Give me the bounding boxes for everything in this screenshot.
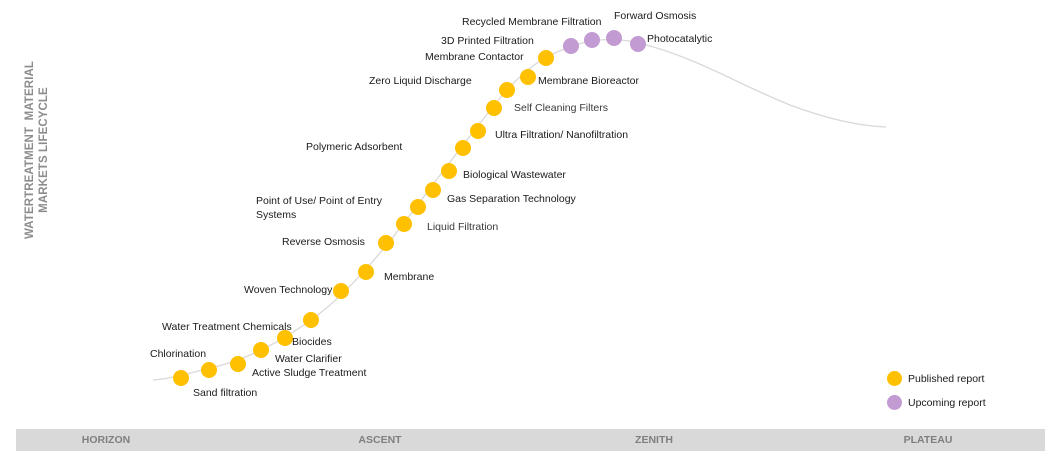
item-label: Chlorination xyxy=(150,348,207,360)
upcoming-dot-icon xyxy=(887,395,902,410)
item-label: Forward Osmosis xyxy=(614,10,697,22)
item-label: Recycled Membrane Filtration xyxy=(462,16,602,28)
phase-horizon: HORIZON xyxy=(81,434,131,446)
item-label: Self Cleaning Filters xyxy=(514,102,608,114)
item-dot-published[interactable] xyxy=(201,362,217,378)
item-dot-upcoming[interactable] xyxy=(563,38,579,54)
legend-upcoming: Upcoming report xyxy=(887,395,986,410)
phase-ascent: ASCENT xyxy=(358,434,402,446)
item-dot-published[interactable] xyxy=(455,140,471,156)
item-dot-published[interactable] xyxy=(396,216,412,232)
legend-upcoming-label: Upcoming report xyxy=(908,396,986,409)
item-dot-published[interactable] xyxy=(333,283,349,299)
phase-bar: HORIZON ASCENT ZENITH PLATEAU xyxy=(16,429,1045,451)
item-label: Membrane Contactor xyxy=(425,51,524,63)
item-dot-published[interactable] xyxy=(499,82,515,98)
item-label: Woven Technology xyxy=(244,284,333,296)
item-label: Water Treatment Chemicals xyxy=(162,321,292,333)
item-label: Zero Liquid Discharge xyxy=(369,75,472,87)
item-dot-published[interactable] xyxy=(486,100,502,116)
item-label: Biological Wastewater xyxy=(463,169,566,181)
item-dot-published[interactable] xyxy=(538,50,554,66)
item-label: Gas Separation Technology xyxy=(447,193,576,205)
item-label: Ultra Filtration/ Nanofiltration xyxy=(495,129,629,141)
item-dot-published[interactable] xyxy=(520,69,536,85)
item-dot-upcoming[interactable] xyxy=(606,30,622,46)
legend-published-label: Published report xyxy=(908,372,985,385)
legend-published: Published report xyxy=(887,371,984,386)
item-dot-published[interactable] xyxy=(230,356,246,372)
item-dot-published[interactable] xyxy=(173,370,189,386)
item-dot-published[interactable] xyxy=(425,182,441,198)
phase-zenith: ZENITH xyxy=(635,434,673,446)
item-dot-published[interactable] xyxy=(277,330,293,346)
item-label: Polymeric Adsorbent xyxy=(306,141,403,153)
item-label: Liquid Filtration xyxy=(427,221,499,233)
item-label: Water Clarifier xyxy=(275,353,342,365)
item-dot-published[interactable] xyxy=(303,312,319,328)
item-label: Membrane Bioreactor xyxy=(538,75,639,87)
item-dot-published[interactable] xyxy=(410,199,426,215)
item-dot-published[interactable] xyxy=(441,163,457,179)
item-label: Biocides xyxy=(292,336,332,348)
item-dot-published[interactable] xyxy=(253,342,269,358)
item-label: Photocatalytic xyxy=(647,33,713,45)
item-dot-published[interactable] xyxy=(378,235,394,251)
phase-plateau: PLATEAU xyxy=(903,434,953,446)
item-dot-published[interactable] xyxy=(470,123,486,139)
item-label: Membrane xyxy=(384,271,435,283)
item-dot-upcoming[interactable] xyxy=(630,36,646,52)
published-dot-icon xyxy=(887,371,902,386)
item-label: Sand filtration xyxy=(193,387,258,399)
item-label: Active Sludge Treatment xyxy=(252,367,367,379)
item-label: Reverse Osmosis xyxy=(282,236,365,248)
item-dot-published[interactable] xyxy=(358,264,374,280)
item-dot-upcoming[interactable] xyxy=(584,32,600,48)
item-label: 3D Printed Filtration xyxy=(441,35,534,47)
